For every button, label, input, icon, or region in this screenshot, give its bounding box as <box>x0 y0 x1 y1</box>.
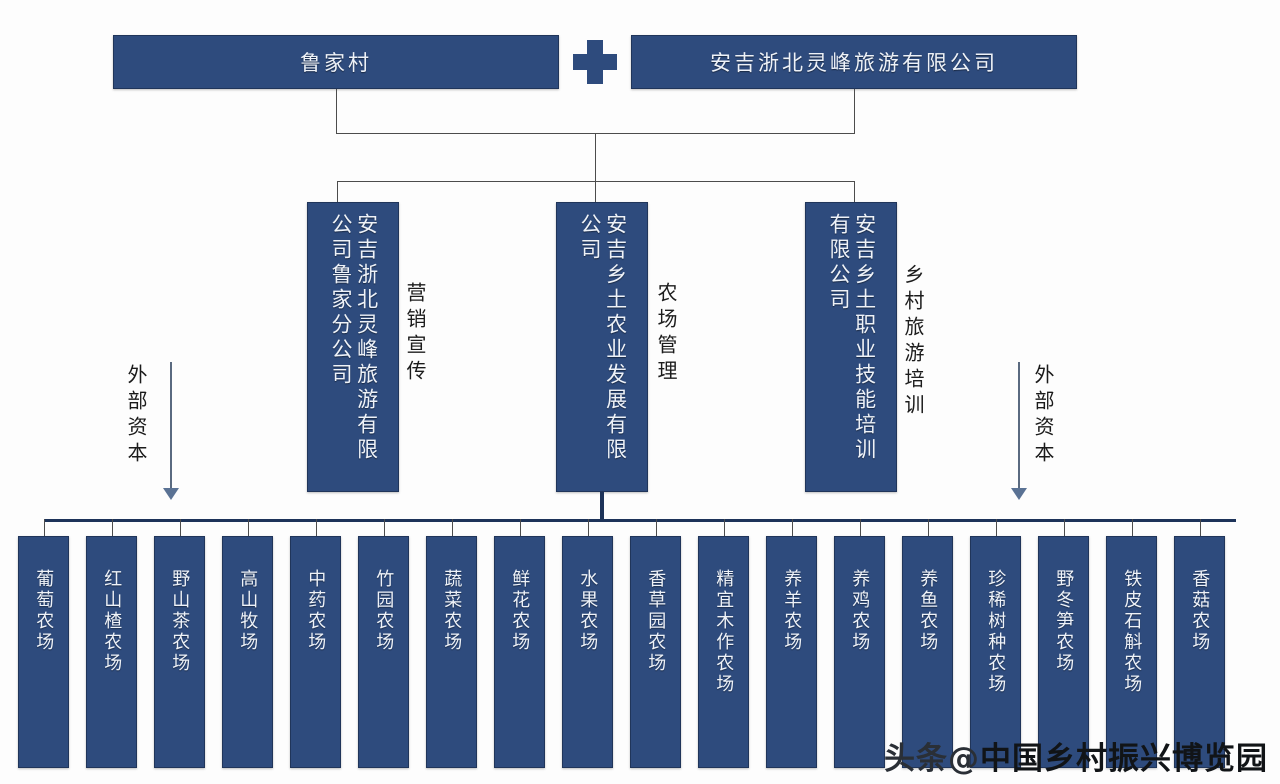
farm-node-label: 鲜花农场 <box>510 569 531 653</box>
watermark-at-icon: @ <box>948 741 980 777</box>
mid-node-vocational-training-label: 安吉乡土职业技能培训有限公司 <box>827 213 877 463</box>
watermark-account: 中国乡村振兴博览园 <box>980 741 1268 777</box>
mid-role-label-farm-management: 农场管理 <box>654 282 676 386</box>
mid-node-vocational-training[interactable]: 安吉乡土职业技能培训有限公司 <box>805 202 897 492</box>
mid-node-marketing-branch[interactable]: 安吉浙北灵峰旅游有限公司鲁家分公司 <box>307 202 399 492</box>
farm-node[interactable]: 野冬笋农场 <box>1038 536 1089 768</box>
farm-node[interactable]: 红山楂农场 <box>86 536 137 768</box>
farm-node-label: 香菇农场 <box>1190 569 1211 653</box>
farm-node[interactable]: 葡萄农场 <box>18 536 69 768</box>
farm-node[interactable]: 蔬菜农场 <box>426 536 477 768</box>
connector-farms-trunk <box>600 492 604 521</box>
mid-node-marketing-branch-label: 安吉浙北灵峰旅游有限公司鲁家分公司 <box>329 213 379 463</box>
farm-node-label: 红山楂农场 <box>102 569 123 674</box>
farm-node[interactable]: 养羊农场 <box>766 536 817 768</box>
mid-role-label-rural-tourism-training: 乡村旅游培训 <box>901 264 923 420</box>
watermark-platform: 头条 <box>884 741 948 777</box>
connector-farm-stub <box>587 519 589 536</box>
connector-farm-stub <box>315 519 317 536</box>
top-node-village[interactable]: 鲁家村 <box>113 35 559 89</box>
farm-node[interactable]: 珍稀树种农场 <box>970 536 1021 768</box>
connector-farm-stub <box>43 519 45 536</box>
farm-node[interactable]: 鲜花农场 <box>494 536 545 768</box>
external-capital-arrow-right-head <box>1011 488 1027 500</box>
connector-farm-stub <box>451 519 453 536</box>
connector-farm-stub <box>1063 519 1065 536</box>
farm-node[interactable]: 竹园农场 <box>358 536 409 768</box>
farm-node-label: 养鸡农场 <box>850 569 871 653</box>
connector-mid-drop-2 <box>595 181 596 203</box>
connector-farm-stub <box>519 519 521 536</box>
farm-node-label: 野冬笋农场 <box>1054 569 1075 674</box>
farm-node-label: 高山牧场 <box>238 569 259 653</box>
external-capital-arrow-left-head <box>163 488 179 500</box>
connector-mid-drop-3 <box>854 181 855 203</box>
farm-node-label: 蔬菜农场 <box>442 569 463 653</box>
top-node-tourism-company-label: 安吉浙北灵峰旅游有限公司 <box>710 51 998 75</box>
farm-node-label: 铁皮石斛农场 <box>1122 569 1143 695</box>
external-capital-arrow-left-line <box>170 362 172 488</box>
farm-node[interactable]: 水果农场 <box>562 536 613 768</box>
connector-farm-stub <box>859 519 861 536</box>
external-capital-label-right: 外部资本 <box>1031 364 1053 468</box>
farm-node-label: 养羊农场 <box>782 569 803 653</box>
farm-node-label: 香草园农场 <box>646 569 667 674</box>
connector-farm-stub <box>111 519 113 536</box>
farm-node[interactable]: 养鱼农场 <box>902 536 953 768</box>
farm-node-label: 野山茶农场 <box>170 569 191 674</box>
farm-node-label: 精宜木作农场 <box>714 569 735 695</box>
connector-farm-stub <box>1131 519 1133 536</box>
connector-company-drop <box>854 89 855 133</box>
mid-node-agriculture-company-label: 安吉乡土农业发展有限公司 <box>578 213 628 463</box>
connector-farm-stub <box>383 519 385 536</box>
farm-node-label: 水果农场 <box>578 569 599 653</box>
farm-node[interactable]: 高山牧场 <box>222 536 273 768</box>
mid-role-label-marketing: 营销宣传 <box>403 282 425 386</box>
farm-node[interactable]: 中药农场 <box>290 536 341 768</box>
connector-mid-drop-1 <box>337 181 338 203</box>
farm-node-label: 珍稀树种农场 <box>986 569 1007 695</box>
farm-node[interactable]: 野山茶农场 <box>154 536 205 768</box>
mid-node-agriculture-company[interactable]: 安吉乡土农业发展有限公司 <box>556 202 648 492</box>
connector-farm-stub <box>927 519 929 536</box>
connector-farm-stub <box>1199 519 1201 536</box>
farm-node-label: 养鱼农场 <box>918 569 939 653</box>
connector-farm-stub <box>723 519 725 536</box>
external-capital-label-left: 外部资本 <box>124 364 146 468</box>
connector-farms-bus <box>45 519 1236 522</box>
farm-node-label: 中药农场 <box>306 569 327 653</box>
connector-village-drop <box>336 89 337 133</box>
connector-farm-stub <box>247 519 249 536</box>
farm-node[interactable]: 铁皮石斛农场 <box>1106 536 1157 768</box>
connector-farm-stub <box>655 519 657 536</box>
external-capital-arrow-right-line <box>1018 362 1020 488</box>
farm-node-label: 葡萄农场 <box>34 569 55 653</box>
connector-farm-stub <box>179 519 181 536</box>
farm-node-label: 竹园农场 <box>374 569 395 653</box>
top-node-village-label: 鲁家村 <box>300 51 372 75</box>
connector-trunk <box>595 133 596 181</box>
connector-farm-stub <box>791 519 793 536</box>
connector-farm-stub <box>995 519 997 536</box>
farm-node[interactable]: 精宜木作农场 <box>698 536 749 768</box>
top-node-tourism-company[interactable]: 安吉浙北灵峰旅游有限公司 <box>631 35 1077 89</box>
plus-icon <box>573 40 617 84</box>
plus-icon-vertical-bar <box>587 40 603 84</box>
farm-node[interactable]: 香菇农场 <box>1174 536 1225 768</box>
watermark: 头条@中国乡村振兴博览园 <box>884 733 1268 778</box>
farm-node[interactable]: 香草园农场 <box>630 536 681 768</box>
farm-node[interactable]: 养鸡农场 <box>834 536 885 768</box>
